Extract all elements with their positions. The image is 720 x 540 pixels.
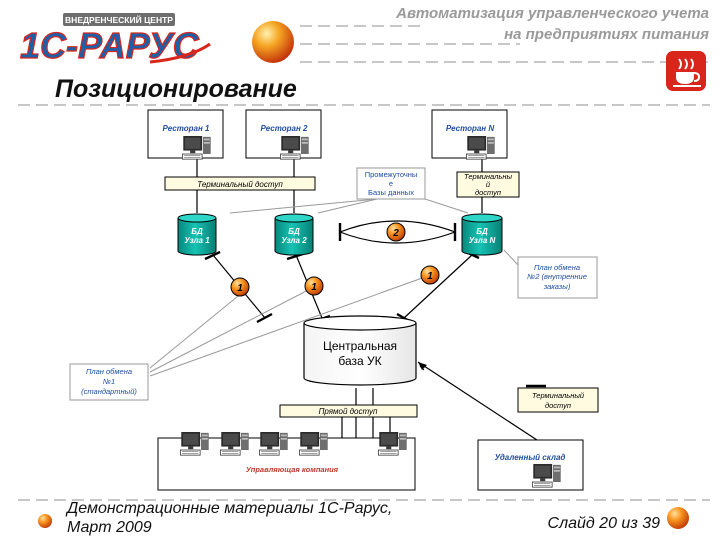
management-company-label: Управляющая компания <box>246 465 339 474</box>
terminal-access-label: Терминальный доступ <box>197 180 283 189</box>
callout-lines <box>149 198 519 377</box>
header-dashes <box>300 25 710 63</box>
node-db-n-l2: Узла N <box>469 236 496 245</box>
node-db-1-l2: Узла 1 <box>184 236 210 245</box>
node-db-n: БД Узла N <box>461 213 503 256</box>
terminal-access-remote: Терминальный доступ <box>517 387 599 413</box>
exchange-plan-1-callout: План обмена №1 (стандартный) <box>69 363 149 401</box>
terminal-access-right: Терминальны й доступ <box>456 171 520 198</box>
badge-label: 1 <box>237 283 243 294</box>
central-db-l2: база УК <box>338 354 381 368</box>
restaurant-box-1: Ресторан 1 <box>147 109 224 159</box>
remote-warehouse-label: Удаленный склад <box>495 453 566 462</box>
badge-exchange-1b: 1 <box>304 276 324 296</box>
node-db-n-l1: БД <box>476 227 488 236</box>
intermediate-db-l3: Базы данных <box>368 188 414 197</box>
orange-ball-icon <box>38 514 52 528</box>
restaurant-box-n: Ресторан N <box>431 109 508 159</box>
exchange-plan-2-l1: План обмена <box>534 263 580 272</box>
node-db-2: БД Узла 2 <box>274 213 314 256</box>
exchange-plan-1-l3: (стандартный) <box>81 387 137 396</box>
terminal-access-remote-l1: Терминальный <box>532 391 585 400</box>
orange-ball-icon <box>667 507 689 529</box>
terminal-access-bar: Терминальный доступ <box>164 176 316 191</box>
badge-label: 2 <box>392 228 399 239</box>
exchange-plan-2-callout: План обмена №2 (внутренние заказы) <box>517 256 598 299</box>
exchange-plan-2-l3: заказы) <box>543 282 571 291</box>
badge-exchange-1c: 1 <box>420 265 440 285</box>
terminal-access-right-l2: й <box>486 180 491 189</box>
orange-ball-icon <box>252 21 294 63</box>
exchange-plan-1-l1: План обмена <box>86 367 132 376</box>
coffee-cup-icon <box>666 51 706 91</box>
tagline-line2: на предприятиях питания <box>504 26 709 43</box>
intermediate-db-callout: Промежуточны е Базы данных <box>356 167 426 200</box>
footer-line1: Демонстрационные материалы 1С-Рарус, <box>65 500 392 517</box>
intermediate-db-l2: е <box>389 179 393 188</box>
tagline-line1: Автоматизация управленческого учета <box>395 5 709 22</box>
restaurant-box-2: Ресторан 2 <box>245 109 322 159</box>
badge-label: 1 <box>427 271 433 282</box>
node-db-2-l1: БД <box>288 227 300 236</box>
badge-exchange-2: 2 <box>386 222 406 242</box>
slide-number: Слайд 20 из 39 <box>548 515 661 532</box>
badge-exchange-1a: 1 <box>230 277 250 297</box>
intermediate-db-l1: Промежуточны <box>365 170 418 179</box>
exchange-plan-1-l2: №1 <box>103 377 115 386</box>
footer-line2: Март 2009 <box>67 519 152 536</box>
restaurant-label-1: Ресторан 1 <box>163 124 211 133</box>
restaurant-label-2: Ресторан 2 <box>261 124 309 133</box>
logo: ВНЕДРЕНЧЕСКИЙ ЦЕНТР 1С-РАРУС <box>19 13 211 67</box>
terminal-access-right-l3: доступ <box>475 188 501 197</box>
terminal-access-remote-l2: доступ <box>545 401 571 410</box>
central-db: Центральная база УК <box>303 315 417 386</box>
logo-banner: ВНЕДРЕНЧЕСКИЙ ЦЕНТР <box>65 14 173 25</box>
direct-access-bar: Прямой доступ <box>279 404 418 418</box>
node-db-1-l1: БД <box>191 227 203 236</box>
remote-warehouse-box: Удаленный склад <box>477 439 584 491</box>
central-db-l1: Центральная <box>323 339 397 353</box>
arrow-head <box>418 362 427 370</box>
exchange-plan-2-l2: №2 (внутренние <box>527 272 587 281</box>
terminal-access-right-l1: Терминальны <box>464 172 512 181</box>
page-title: Позиционирование <box>55 75 297 103</box>
node-db-1: БД Узла 1 <box>177 213 217 256</box>
restaurant-label-n: Ресторан N <box>446 124 495 133</box>
badge-label: 1 <box>311 282 317 293</box>
direct-access-label: Прямой доступ <box>319 407 378 416</box>
node-db-2-l2: Узла 2 <box>281 236 307 245</box>
